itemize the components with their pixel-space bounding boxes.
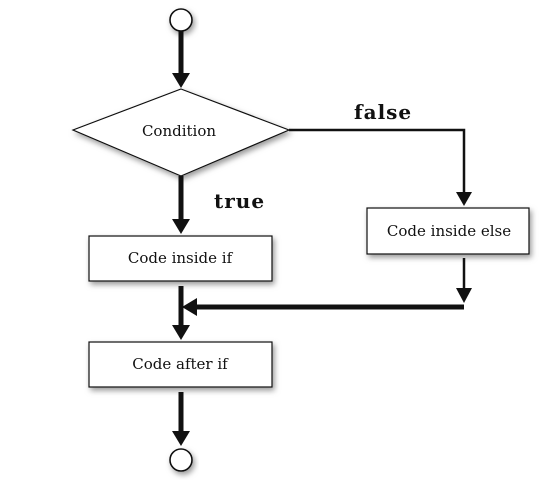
false-branch-arrowhead — [456, 192, 472, 206]
true-branch-arrowhead — [172, 219, 190, 234]
code-after-if-box — [88, 341, 273, 388]
after-to-end-arrowhead — [172, 431, 190, 446]
code-inside-else-label: Code inside else — [387, 222, 511, 240]
code-inside-if-box — [88, 235, 273, 282]
merge-to-after-arrowhead — [172, 325, 190, 340]
false-branch-line — [289, 128, 466, 192]
code-inside-if-label: Code inside if — [128, 249, 234, 267]
start-terminal — [169, 8, 193, 32]
start-to-condition-arrowhead — [172, 73, 190, 88]
else-to-merge-arrowhead — [182, 298, 197, 316]
false-branch-label: false — [354, 100, 412, 124]
code-inside-else-box — [366, 207, 530, 255]
else-down-arrowhead — [456, 288, 472, 303]
end-terminal — [169, 448, 193, 472]
code-after-if-label: Code after if — [132, 355, 229, 373]
true-branch-label: true — [214, 189, 265, 213]
condition-label: Condition — [142, 122, 216, 140]
